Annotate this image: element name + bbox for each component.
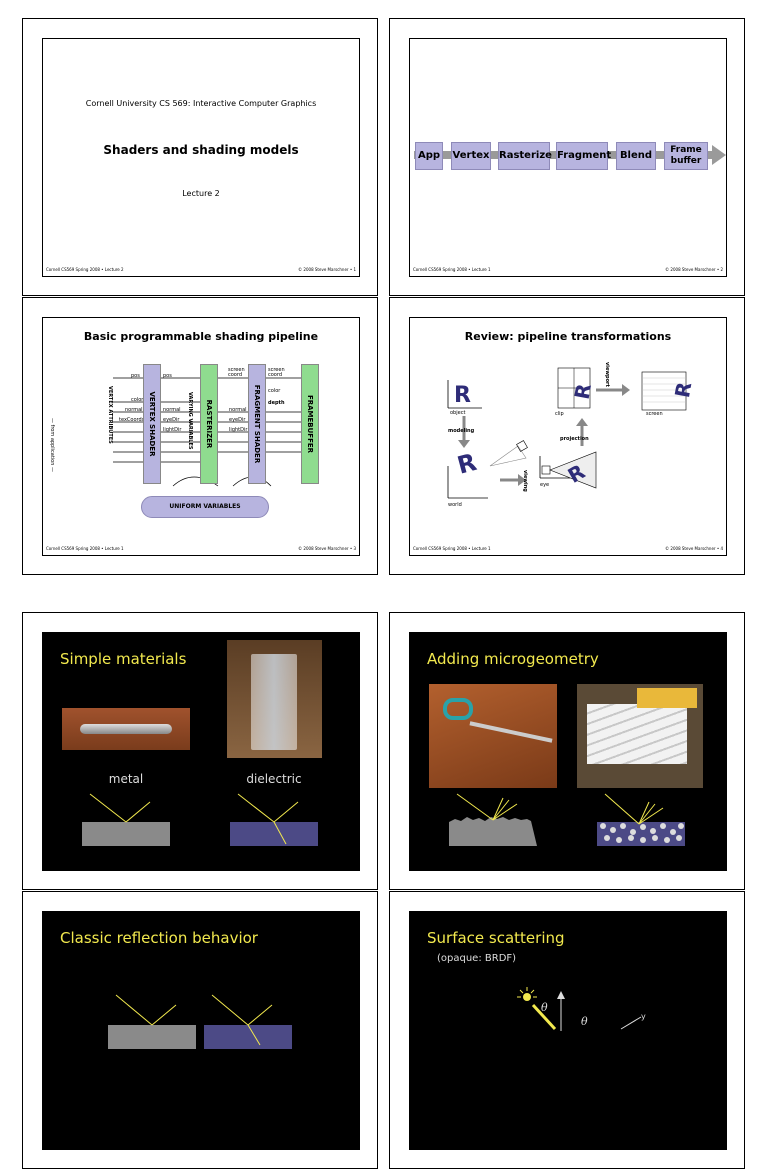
label-pos-1: pos <box>131 373 140 379</box>
footer-left: Cornell CS569 Spring 2008 • Lecture 1 <box>46 546 124 551</box>
stage-app: App <box>415 142 443 170</box>
label-color-2: color <box>268 388 280 394</box>
stage-vertex: Vertex <box>451 142 491 170</box>
reflection-diagrams <box>42 632 360 871</box>
vertex-shader-label: VERTEX SHADER <box>148 392 156 457</box>
slide-thumb-1: Cornell University CS 569: Interactive C… <box>22 18 378 296</box>
label-normal-2: normal <box>163 407 181 413</box>
microgeometry-diagrams <box>409 632 727 871</box>
label-normal-1: normal <box>125 407 143 413</box>
rasterizer-label: RASTERIZER <box>205 400 213 449</box>
label-clip: clip <box>555 411 564 417</box>
label-screen-coord-1: screen coord <box>228 368 250 378</box>
uniform-label: UNIFORM VARIABLES <box>169 503 240 510</box>
slide-thumb-7: Classic reflection behavior <box>22 891 378 1169</box>
slide-title: Shaders and shading models <box>43 143 359 157</box>
fragment-shader-label: FRAGMENT SHADER <box>253 385 261 463</box>
stage-framebuffer: Frame buffer <box>664 142 708 170</box>
slide-2: App Vertex Rasterize Fragment Blend Fram… <box>409 38 727 277</box>
stage-blend: Blend <box>616 142 656 170</box>
svg-text:R: R <box>454 383 471 408</box>
slide-4: Review: pipeline transformations R R R <box>409 317 727 556</box>
label-texcoords: texCoords <box>119 417 144 423</box>
label-projection: projection <box>560 436 589 442</box>
slide-5: Simple materials metal dielectric <box>42 632 360 871</box>
varying-label: VARYING VARIABLES <box>187 392 193 449</box>
slide-6: Adding microgeometry <box>409 632 727 871</box>
slide-3: Basic programmable shading pipeline — fr… <box>42 317 360 556</box>
label-viewport: viewport <box>604 362 610 387</box>
slide-7: Classic reflection behavior <box>42 911 360 1150</box>
label-depth: depth <box>268 400 285 406</box>
slide-thumb-8: Surface scattering (opaque: BRDF) θ θ y <box>389 891 745 1169</box>
label-viewing: viewing <box>522 470 528 492</box>
slide-thumb-3: Basic programmable shading pipeline — fr… <box>22 297 378 575</box>
label-lightdir-2: lightDir <box>229 427 247 433</box>
slide-1: Cornell University CS 569: Interactive C… <box>42 38 360 277</box>
footer-right: © 2008 Steve Marschner • 1 <box>298 267 356 272</box>
label-object: object <box>450 410 465 416</box>
vertex-shader-block: VERTEX SHADER <box>143 364 161 484</box>
rasterizer-block: RASTERIZER <box>200 364 218 484</box>
label-eyedir-1: eyeDir <box>163 417 179 423</box>
label-normal-3: normal <box>229 407 247 413</box>
lecture-label: Lecture 2 <box>43 189 359 198</box>
svg-text:R: R <box>670 380 696 399</box>
footer-left: Cornell CS569 Spring 2008 • Lecture 1 <box>413 267 491 272</box>
footer-left: Cornell CS569 Spring 2008 • Lecture 2 <box>46 267 124 272</box>
uniform-variables-cloud: UNIFORM VARIABLES <box>141 496 269 518</box>
stage-fragment: Fragment <box>556 142 608 170</box>
footer-right: © 2008 Steve Marschner • 3 <box>298 546 356 551</box>
slide-thumb-5: Simple materials metal dielectric <box>22 612 378 890</box>
label-lightdir-1: lightDir <box>163 427 181 433</box>
slide-thumb-4: Review: pipeline transformations R R R <box>389 297 745 575</box>
svg-text:y: y <box>641 1012 646 1021</box>
svg-text:R: R <box>570 382 596 401</box>
framebuffer-label: FRAMEBUFFER <box>306 395 314 453</box>
label-eye: eye <box>540 482 549 488</box>
slide-8: Surface scattering (opaque: BRDF) θ θ y <box>409 911 727 1150</box>
course-line: Cornell University CS 569: Interactive C… <box>43 99 359 108</box>
brdf-diagram: θ θ y <box>409 911 727 1150</box>
label-pos-2: pos <box>163 373 172 379</box>
svg-text:R: R <box>454 448 479 480</box>
fragment-shader-block: FRAGMENT SHADER <box>248 364 266 484</box>
footer-left: Cornell CS569 Spring 2008 • Lecture 1 <box>413 546 491 551</box>
slide-thumb-6: Adding microgeometry <box>389 612 745 890</box>
label-screen-coord-2: screen coord <box>268 368 290 378</box>
classic-reflection-diagrams <box>42 911 360 1150</box>
slide-thumb-2: App Vertex Rasterize Fragment Blend Fram… <box>389 18 745 296</box>
from-app-label: — from application — <box>49 418 55 472</box>
svg-text:θ: θ <box>581 1015 588 1028</box>
label-modeling: modeling <box>448 428 474 434</box>
footer-right: © 2008 Steve Marschner • 4 <box>665 546 723 551</box>
vertex-attr-label: VERTEX ATTRIBUTES <box>107 386 113 444</box>
label-color-1: color <box>131 397 143 403</box>
label-eyedir-2: eyeDir <box>229 417 245 423</box>
label-world: world <box>448 502 462 508</box>
footer-right: © 2008 Steve Marschner • 2 <box>665 267 723 272</box>
stage-rasterize: Rasterize <box>498 142 550 170</box>
svg-text:θ: θ <box>541 1001 548 1014</box>
framebuffer-block: FRAMEBUFFER <box>301 364 319 484</box>
label-screen: screen <box>646 411 663 417</box>
